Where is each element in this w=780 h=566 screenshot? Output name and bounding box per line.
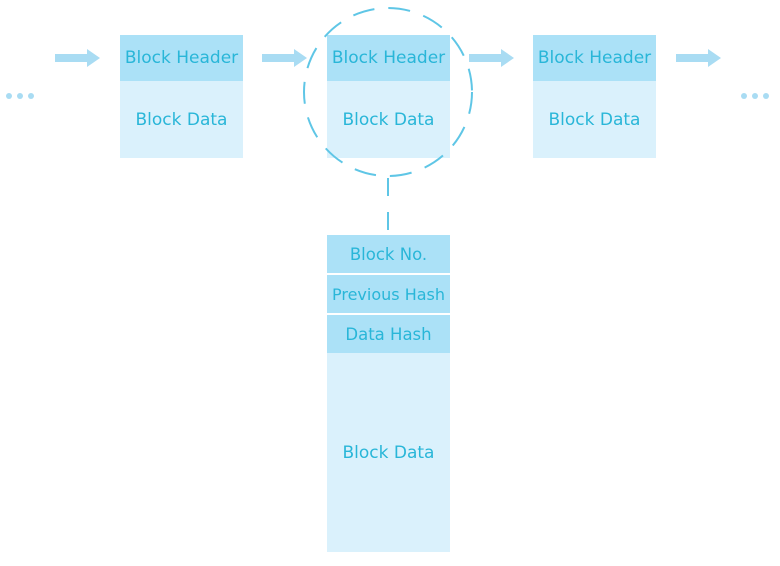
arrow-icon [676,49,721,67]
block-detail: Block No. Previous Hash Data Hash Block … [327,235,450,552]
ellipsis-dot [763,93,769,99]
arrow-icon [262,49,307,67]
block-number-field: Block No. [327,235,450,273]
block-header-cell: Block Header [327,35,450,81]
block-data-cell: Block Data [327,81,450,158]
ellipsis-dot [752,93,758,99]
chain-block-2: Block Header Block Data [327,35,450,158]
block-data-cell: Block Data [533,81,656,158]
chain-continues-right-ellipsis [741,93,769,99]
chain-continues-left-ellipsis [6,93,34,99]
ellipsis-dot [6,93,12,99]
data-hash-field: Data Hash [327,315,450,353]
block-header-cell: Block Header [533,35,656,81]
block-header-cell: Block Header [120,35,243,81]
ellipsis-dot [741,93,747,99]
chain-block-1: Block Header Block Data [120,35,243,158]
detail-block-data: Block Data [327,353,450,552]
arrow-icon [469,49,514,67]
ellipsis-dot [28,93,34,99]
previous-hash-field: Previous Hash [327,275,450,313]
arrow-icon [55,49,100,67]
chain-block-3: Block Header Block Data [533,35,656,158]
ellipsis-dot [17,93,23,99]
block-data-cell: Block Data [120,81,243,158]
